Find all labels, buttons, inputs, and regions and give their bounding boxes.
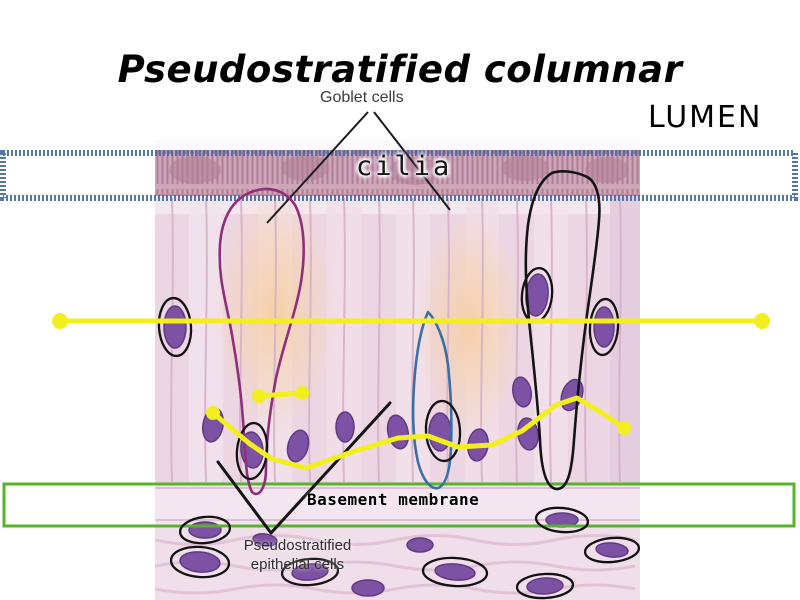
page-title: Pseudostratified columnar (117, 48, 683, 91)
lumen-label: LUMEN (648, 100, 763, 135)
basement-membrane-label: Basement membrane (307, 490, 480, 509)
epithelial-cells-label-line1: Pseudostratified (243, 537, 352, 554)
histology-image (154, 140, 640, 600)
cilia-label: cilia (356, 151, 453, 182)
epithelial-cells-label: Pseudostratified epithelial cells (220, 536, 375, 574)
goblet-cells-label: Goblet cells (320, 89, 404, 106)
tissue-art (154, 140, 640, 600)
epithelial-cells-label-line2: epithelial cells (250, 556, 345, 573)
